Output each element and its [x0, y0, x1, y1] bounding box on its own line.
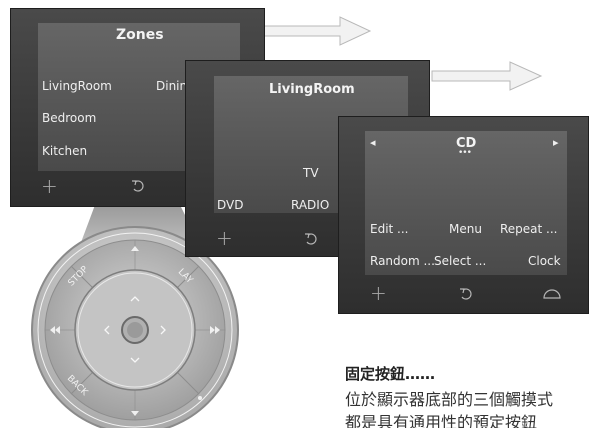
add-icon[interactable]: +: [216, 226, 233, 250]
undo-icon[interactable]: [130, 178, 146, 194]
cd-title: CD: [456, 136, 477, 151]
caption-line-2: 都是具有通用性的預定按鈕: [345, 413, 538, 428]
eject-icon[interactable]: [542, 287, 562, 301]
flow-arrow-1: [263, 16, 372, 46]
undo-icon[interactable]: [458, 286, 474, 302]
add-icon[interactable]: +: [370, 281, 387, 305]
undo-icon[interactable]: [303, 231, 319, 247]
zone-item-livingroom[interactable]: LivingRoom: [42, 79, 112, 93]
remote-down-arrow: [131, 411, 139, 416]
cd-screen: [365, 131, 567, 275]
select-button[interactable]: Select ...: [434, 254, 487, 268]
flow-arrow-2: [431, 61, 543, 91]
zone-item-bedroom[interactable]: Bedroom: [42, 111, 97, 125]
caption-title: 固定按鈕……: [345, 365, 436, 383]
zones-title: Zones: [116, 27, 164, 43]
zone-item-kitchen[interactable]: Kitchen: [42, 144, 88, 158]
caption-body: 位於顯示器底部的三個觸摸式 都是具有通用性的預定按鈕: [345, 388, 589, 428]
repeat-button[interactable]: Repeat ...: [500, 222, 558, 236]
zone-item-dining[interactable]: Dinin: [156, 79, 188, 93]
edit-button[interactable]: Edit ...: [370, 222, 409, 236]
source-item-dvd[interactable]: DVD: [217, 198, 244, 212]
remote-forward: [210, 326, 220, 334]
prev-arrow-icon[interactable]: ◂: [370, 136, 376, 149]
livingroom-title: LivingRoom: [269, 82, 355, 97]
next-arrow-icon[interactable]: ▸: [553, 136, 559, 149]
menu-button[interactable]: Menu: [449, 222, 482, 236]
caption-line-1: 位於顯示器底部的三個觸摸式: [345, 390, 554, 409]
cd-panel: ◂ CD ••• ▸ Edit ... Menu Repeat ... Rand…: [338, 116, 589, 314]
clock-button[interactable]: Clock: [528, 254, 561, 268]
remote-rewind: [50, 326, 60, 334]
source-item-radio[interactable]: RADIO: [291, 198, 330, 212]
add-icon[interactable]: +: [41, 174, 58, 198]
random-button[interactable]: Random ...: [370, 254, 435, 268]
source-item-tv[interactable]: TV: [303, 166, 319, 180]
remote-up-arrow: [131, 246, 139, 251]
page-dots: •••: [458, 148, 472, 158]
